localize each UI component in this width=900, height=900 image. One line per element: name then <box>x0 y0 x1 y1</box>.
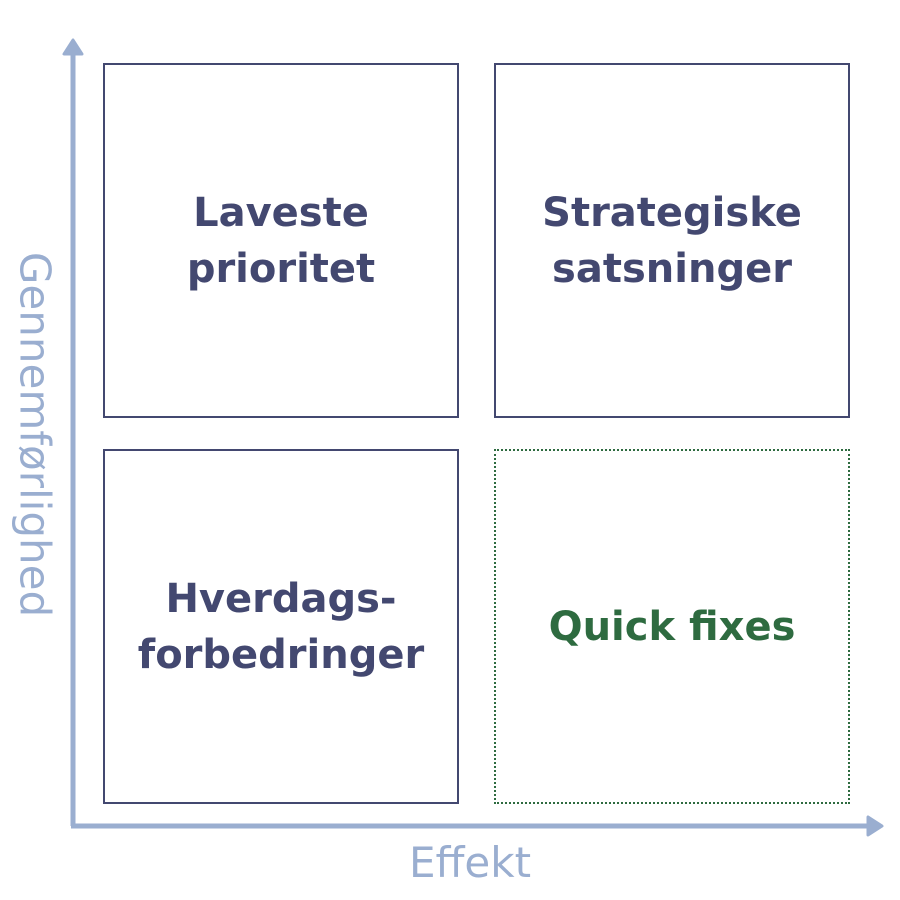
x-axis-label: Effekt <box>408 838 532 887</box>
quadrant-hverdagsforbedringer: Hverdags- forbedringer <box>103 449 459 804</box>
quadrant-label: Quick fixes <box>548 603 796 650</box>
quadrant-quick-fixes: Quick fixes <box>494 449 850 804</box>
quadrant-label: Laveste prioritet <box>186 189 376 292</box>
quadrant-label: Strategiske satsninger <box>542 189 802 292</box>
quadrant-strategiske-satsninger: Strategiske satsninger <box>494 63 850 418</box>
y-axis-label: Gennemførlighed <box>10 251 60 618</box>
quadrant-label: Hverdags- forbedringer <box>137 575 425 678</box>
quadrant-laveste-prioritet: Laveste prioritet <box>103 63 459 418</box>
x-axis-arrow-icon <box>866 815 884 837</box>
y-axis-arrow-icon <box>62 38 84 56</box>
